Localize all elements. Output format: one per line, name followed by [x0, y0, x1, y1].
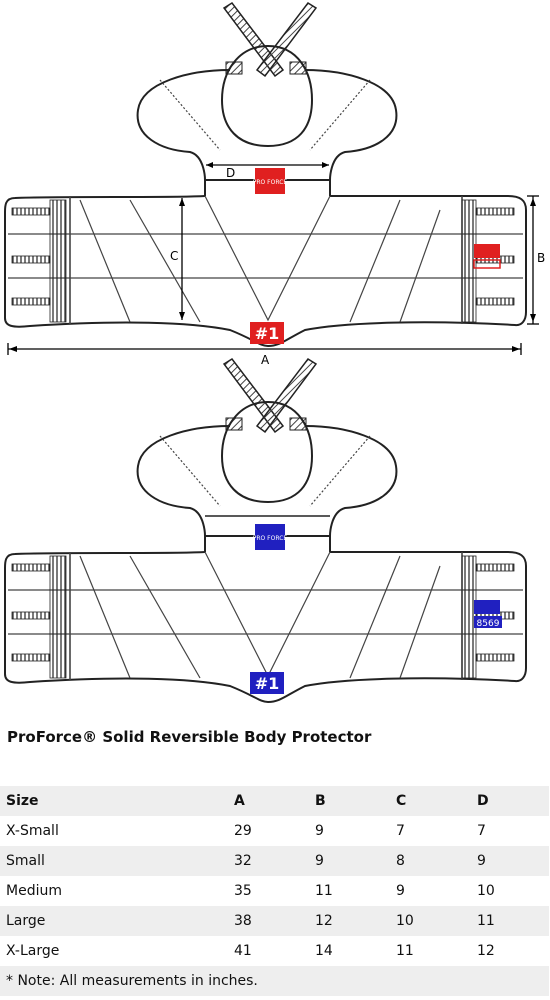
dimension-b: B	[527, 195, 545, 325]
side-crest-icon	[474, 244, 500, 258]
c-cell: 11	[396, 943, 414, 959]
product-title: ProForce® Solid Reversible Body Protecto…	[7, 728, 372, 746]
logo-text: PRO FORCE	[253, 179, 288, 186]
measurement-note: * Note: All measurements in inches.	[0, 966, 549, 996]
size-cell: X-Small	[6, 823, 59, 839]
header-d: D	[471, 786, 549, 816]
table-header-row: Size A B C D	[0, 786, 549, 816]
d-cell: 10	[477, 883, 495, 899]
c-cell: 8	[390, 846, 471, 876]
body-protector-diagram: PRO FORCE #1 D C B	[4, 2, 545, 704]
protector-outline-reverse: PRO FORCE 8569 #1	[4, 358, 527, 704]
c-cell: 10	[390, 906, 471, 936]
svg-text:D: D	[226, 166, 235, 180]
protector-outline-front: PRO FORCE #1 D C B	[4, 2, 545, 367]
dimension-d: D	[206, 162, 329, 180]
b-cell: 12	[309, 906, 390, 936]
svg-text:B: B	[537, 251, 545, 265]
table-row: X-Small 29 9 7 7	[0, 816, 549, 846]
b-cell: 9	[315, 823, 324, 839]
logo-text-reverse: PRO FORCE	[253, 535, 288, 542]
svg-text:C: C	[170, 249, 178, 263]
b-cell: 14	[315, 943, 333, 959]
b-cell: 9	[309, 846, 390, 876]
d-cell: 11	[471, 906, 549, 936]
shoulder-straps-reverse	[222, 358, 318, 434]
size-cell: Small	[0, 846, 228, 876]
d-cell: 12	[477, 943, 495, 959]
d-cell: 7	[477, 823, 486, 839]
number-badge	[250, 322, 284, 344]
neck-loop	[220, 44, 314, 148]
tag-number-text: 8569	[477, 619, 500, 629]
torso-band	[4, 194, 527, 348]
brand-logo-icon-reverse	[255, 524, 285, 550]
seam-lines	[8, 79, 523, 324]
header-c: C	[390, 786, 471, 816]
header-size: Size	[0, 786, 228, 816]
a-cell: 41	[234, 943, 252, 959]
side-crest-icon-reverse	[474, 600, 500, 614]
header-a: A	[228, 786, 309, 816]
size-cell: Medium	[6, 883, 62, 899]
c-cell: 9	[396, 883, 405, 899]
a-cell: 38	[228, 906, 309, 936]
b-cell: 11	[315, 883, 333, 899]
size-chart-table: Size A B C D X-Small 29 9 7 7 Small 32 9…	[0, 786, 549, 996]
shoulder-wings	[136, 69, 398, 181]
d-cell: 9	[471, 846, 549, 876]
brand-logo-icon	[255, 168, 285, 194]
a-cell: 35	[234, 883, 252, 899]
table-row: Medium 35 11 9 10	[0, 876, 549, 906]
table-row: X-Large 41 14 11 12	[0, 936, 549, 966]
side-straps	[11, 199, 515, 323]
table-row: Large 38 12 10 11	[0, 906, 549, 936]
size-cell: Large	[0, 906, 228, 936]
badge-number-text: #1	[255, 324, 280, 343]
dimension-c: C	[170, 198, 185, 320]
svg-text:A: A	[261, 353, 270, 367]
header-b: B	[309, 786, 390, 816]
table-row: Small 32 9 8 9	[0, 846, 549, 876]
c-cell: 7	[396, 823, 405, 839]
badge-number-text-reverse: #1	[255, 674, 280, 693]
number-badge-reverse	[250, 672, 284, 694]
size-cell: X-Large	[6, 943, 60, 959]
dimension-a: A	[7, 343, 522, 367]
a-cell: 32	[228, 846, 309, 876]
table-note-row: * Note: All measurements in inches.	[0, 966, 549, 996]
a-cell: 29	[234, 823, 252, 839]
